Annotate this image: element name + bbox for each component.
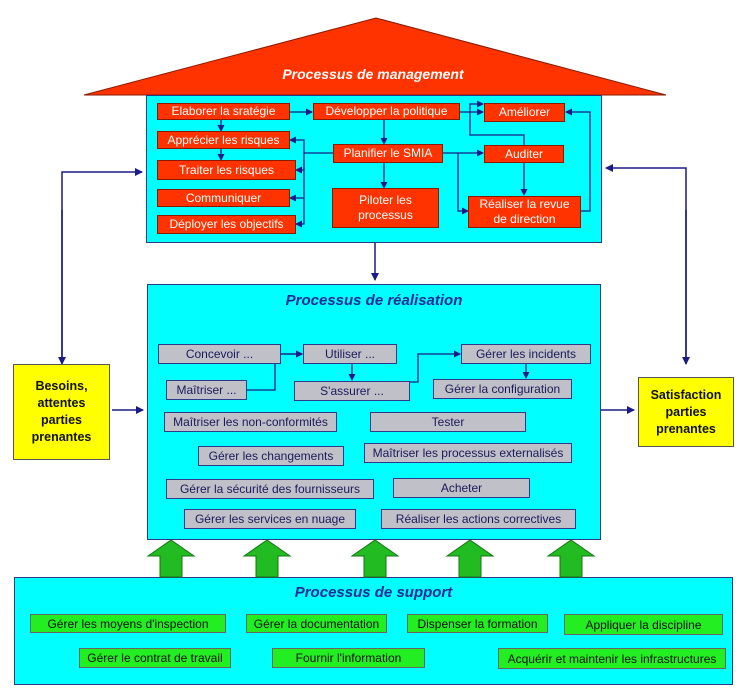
box-concevoir[interactable]: Concevoir ... (158, 344, 281, 364)
box-contrat-travail[interactable]: Gérer le contrat de travail (79, 648, 231, 668)
box-sassurer[interactable]: S'assurer ... (294, 381, 410, 401)
box-gerer-documentation[interactable]: Gérer la documentation (246, 614, 387, 633)
box-utiliser[interactable]: Utiliser ... (303, 344, 397, 364)
box-fournir-information[interactable]: Fournir l'information (272, 648, 425, 668)
support-title: Processus de support (294, 584, 453, 601)
box-infrastructures[interactable]: Acquérir et maintenir les infrastructure… (498, 648, 726, 669)
box-piloter-processus[interactable]: Piloter les processus (332, 188, 439, 228)
box-apprecier-risques[interactable]: Apprécier les risques (157, 131, 290, 149)
box-gerer-configuration[interactable]: Gérer la configuration (433, 379, 572, 399)
box-communiquer[interactable]: Communiquer (157, 189, 290, 207)
support-arrow-1 (146, 539, 196, 578)
box-securite-fournisseurs[interactable]: Gérer la sécurité des fournisseurs (166, 479, 374, 499)
support-arrow-3 (350, 539, 400, 578)
box-appliquer-discipline[interactable]: Appliquer la discipline (564, 614, 723, 635)
box-gerer-changements[interactable]: Gérer les changements (198, 446, 344, 466)
box-services-nuage[interactable]: Gérer les services en nuage (184, 509, 356, 529)
support-arrow-2 (242, 539, 292, 578)
box-dispenser-formation[interactable]: Dispenser la formation (407, 614, 548, 633)
realisation-title: Processus de réalisation (285, 292, 463, 309)
box-gerer-incidents[interactable]: Gérer les incidents (461, 344, 591, 364)
box-planifier-smia[interactable]: Planifier le SMIA (333, 144, 443, 163)
box-maitriser[interactable]: Maîtriser ... (166, 380, 247, 400)
box-ameliorer[interactable]: Améliorer (484, 103, 565, 122)
box-deployer-objectifs[interactable]: Déployer les objectifs (157, 215, 296, 234)
box-maitriser-non-conformites[interactable]: Maîtriser les non-conformités (164, 412, 337, 432)
box-moyens-inspection[interactable]: Gérer les moyens d'inspection (30, 614, 226, 633)
box-auditer[interactable]: Auditer (484, 145, 564, 163)
support-arrow-5 (546, 539, 596, 578)
box-besoins-parties-prenantes[interactable]: Besoins, attentes parties prenantes (13, 364, 110, 460)
box-actions-correctives[interactable]: Réaliser les actions correctives (381, 509, 576, 529)
box-traiter-risques[interactable]: Traiter les risques (157, 160, 296, 180)
box-tester[interactable]: Tester (370, 412, 526, 432)
support-arrow-4 (445, 539, 495, 578)
box-developper-politique[interactable]: Développer la politique (313, 103, 460, 120)
box-elaborer-strategie[interactable]: Elaborer la sratégie (157, 103, 290, 120)
box-acheter[interactable]: Acheter (393, 478, 530, 498)
box-maitriser-processus-externalises[interactable]: Maîtriser les processus externalisés (364, 443, 572, 463)
management-title: Processus de management (282, 66, 464, 82)
box-revue-direction[interactable]: Réaliser la revue de direction (468, 196, 581, 228)
box-satisfaction-parties-prenantes[interactable]: Satisfaction parties prenantes (638, 377, 734, 447)
